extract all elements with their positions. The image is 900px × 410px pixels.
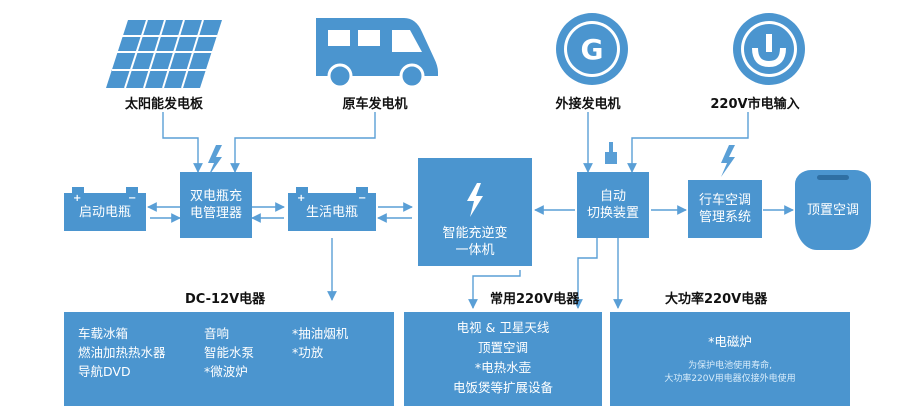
vehicle-icon <box>316 18 438 89</box>
list-item: 顶置空调 <box>477 340 528 355</box>
mains-input-label: 220V市电输入 <box>710 97 800 112</box>
start-battery-label: 启动电瓶 <box>78 204 131 220</box>
auto-switch-line1: 自动 <box>599 189 626 204</box>
generator-letter: G <box>567 24 617 74</box>
list-item: *抽油烟机 <box>292 326 349 341</box>
vehicle-generator-label: 原车发电机 <box>342 97 408 112</box>
inverter-line2: 一体机 <box>455 243 495 258</box>
dc12-list-col1: 车载冰箱 燃油加热热水器 导航DVD <box>78 324 166 381</box>
roof-ac-box: 顶置空调 <box>795 170 871 250</box>
ac220-list: 电视 & 卫星天线 顶置空调 *电热水壶 电饭煲等扩展设备 <box>404 318 602 398</box>
inverter-line1: 智能充逆变 <box>442 226 508 241</box>
list-item: *电磁炉 <box>708 334 752 349</box>
ac-manager-box: 行车空调 管理系统 <box>688 180 762 238</box>
list-item: 电饭煲等扩展设备 <box>452 380 553 395</box>
battery-plus: + <box>297 193 306 204</box>
roof-ac-label: 顶置空调 <box>806 202 859 218</box>
ac-manager-line1: 行车空调 <box>698 193 751 208</box>
list-item: 导航DVD <box>78 364 131 379</box>
dual-charger-line2: 电管理器 <box>189 206 242 221</box>
dc12-list-col3: *抽油烟机 *功放 <box>292 324 348 362</box>
living-battery-box: 生活电瓶 <box>288 193 376 231</box>
note-line: 大功率220V用电器仅接外电使用 <box>664 374 796 384</box>
list-item: 智能水泵 <box>204 345 255 360</box>
dc12-list-col2: 音响 智能水泵 *微波炉 <box>204 324 254 381</box>
external-generator-label: 外接发电机 <box>555 97 621 112</box>
solar-panel-label: 太阳能发电板 <box>124 97 203 112</box>
hp220-section-title: 大功率220V电器 <box>665 292 768 307</box>
battery-terminal <box>72 187 84 193</box>
list-item: *微波炉 <box>204 364 248 379</box>
dual-charger-line1: 双电瓶充 <box>189 189 242 204</box>
hp220-appliance-panel: *电磁炉 为保护电池使用寿命, 大功率220V用电器仅接外电使用 <box>610 312 850 406</box>
ac-manager-line2: 管理系统 <box>698 210 751 225</box>
battery-terminal <box>296 187 308 193</box>
dual-charger-box: 双电瓶充 电管理器 <box>180 172 252 238</box>
auto-switch-box: 自动 切换装置 <box>577 172 649 238</box>
list-item: *功放 <box>292 345 324 360</box>
power-outlet-icon <box>733 13 805 85</box>
battery-terminal <box>356 187 368 193</box>
list-item: 车载冰箱 <box>78 326 129 341</box>
list-item: *电热水壶 <box>474 360 532 375</box>
dc12-appliance-panel: 车载冰箱 燃油加热热水器 导航DVD 音响 智能水泵 *微波炉 *抽油烟机 *功… <box>64 312 394 406</box>
living-battery-label: 生活电瓶 <box>305 204 358 220</box>
battery-plus: + <box>73 193 82 204</box>
hp220-note: 为保护电池使用寿命, 大功率220V用电器仅接外电使用 <box>610 360 850 386</box>
roof-ac-vent <box>817 175 849 180</box>
dc12-section-title: DC-12V电器 <box>185 292 266 307</box>
lightning-icon <box>467 183 483 217</box>
auto-switch-line2: 切换装置 <box>586 206 639 221</box>
list-item: 燃油加热热水器 <box>78 345 166 360</box>
start-battery-box: 启动电瓶 <box>64 193 146 231</box>
ac220-appliance-panel: 电视 & 卫星天线 顶置空调 *电热水壶 电饭煲等扩展设备 <box>404 312 602 406</box>
solar-panel-icon <box>106 19 222 89</box>
generator-icon: G <box>556 13 628 85</box>
note-line: 为保护电池使用寿命, <box>688 361 772 371</box>
battery-minus: − <box>358 193 367 204</box>
battery-terminal <box>126 187 138 193</box>
list-item: 电视 & 卫星天线 <box>456 320 550 335</box>
inverter-box: 智能充逆变 一体机 <box>418 158 532 266</box>
ac220-section-title: 常用220V电器 <box>490 292 580 307</box>
battery-minus: − <box>128 193 137 204</box>
list-item: 音响 <box>204 326 230 341</box>
